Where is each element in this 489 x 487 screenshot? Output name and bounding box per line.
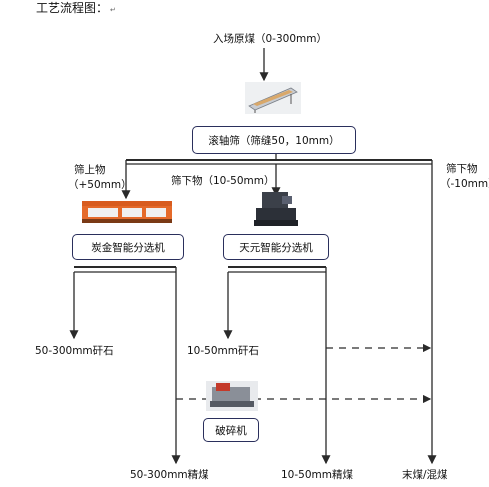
- output-clean-mid: 10-50mm精煤: [281, 469, 353, 481]
- paragraph-mark-icon: ↵: [110, 6, 116, 14]
- crusher-machine-image: [206, 381, 258, 411]
- oversize-label: 筛上物: [74, 164, 106, 176]
- crusher-box: 破碎机: [203, 418, 259, 442]
- page-title: 工艺流程图：↵: [36, 1, 116, 15]
- undersize-label: 筛下物: [446, 163, 478, 175]
- tianyuan-sorter-box: 天元智能分选机: [223, 234, 329, 260]
- roller-screen-machine-image: [245, 82, 301, 114]
- tanjin-sorter-machine-image: [82, 201, 172, 223]
- roller-screen-box: 滚轴筛（筛缝50，10mm）: [192, 126, 356, 154]
- input-raw-coal-label: 入场原煤（0-300mm）: [213, 33, 327, 45]
- tianyuan-sorter-machine-image: [254, 192, 298, 226]
- undersize-size-label: （-10mm）: [440, 178, 489, 190]
- output-clean-large: 50-300mm精煤: [130, 469, 209, 481]
- output-fines: 末煤/混煤: [402, 469, 448, 481]
- tanjin-sorter-box: 炭金智能分选机: [72, 234, 184, 260]
- output-gangue-mid: 10-50mm矸石: [187, 345, 259, 357]
- mid-size-label: 筛下物（10-50mm）: [171, 175, 275, 187]
- oversize-size-label: （+50mm）: [68, 179, 132, 191]
- output-gangue-large: 50-300mm矸石: [35, 345, 114, 357]
